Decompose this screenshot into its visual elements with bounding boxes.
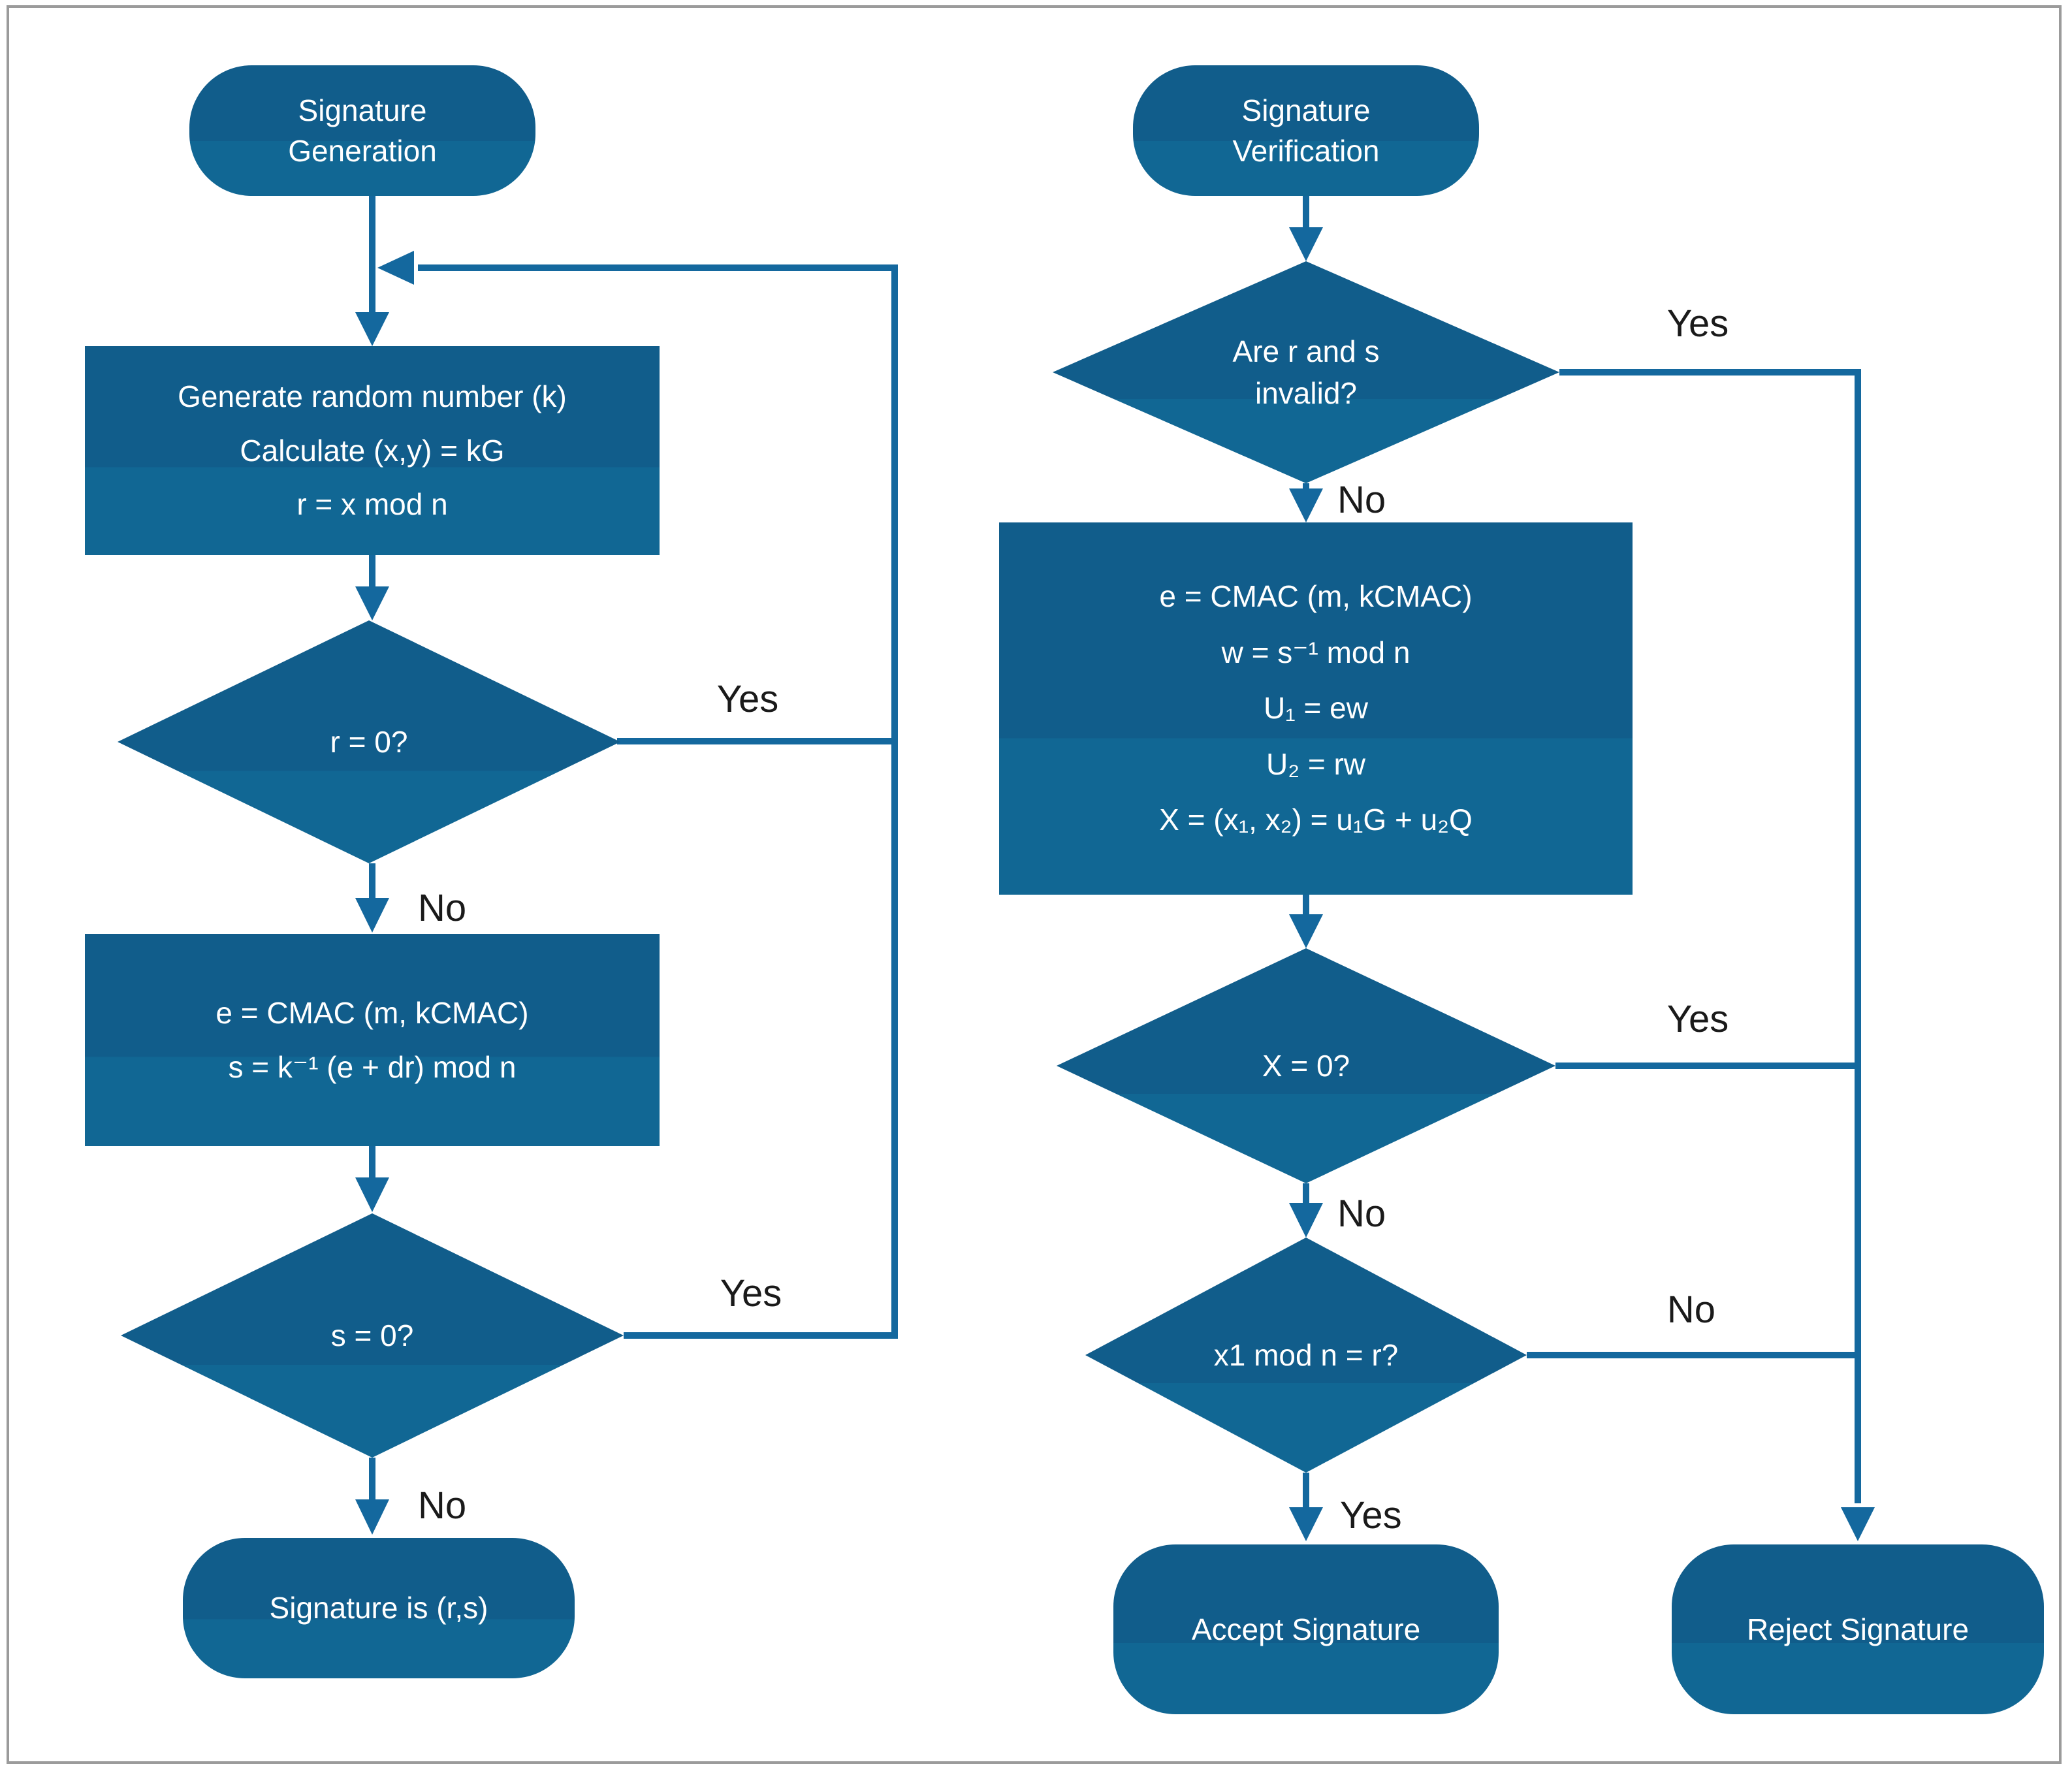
arrowhead-into-decision-rs	[1289, 227, 1323, 261]
arrowhead-into-process1	[355, 312, 389, 346]
arrowhead-into-process2	[355, 898, 389, 933]
arrowhead-into-signature-end	[355, 1499, 389, 1535]
node-text-line: Verification	[1232, 134, 1380, 168]
node-text-line: invalid?	[1255, 376, 1357, 410]
node-text-line: U₁ = ew	[1264, 691, 1368, 726]
node-reject-signature: Reject Signature	[1672, 1544, 2044, 1714]
node-text-line: U₂ = rw	[1266, 746, 1366, 781]
node-text-line: x1 mod n = r?	[1213, 1337, 1399, 1372]
node-text-line: Generation	[288, 134, 437, 168]
node-text-line: e = CMAC (m, kCMAC)	[1159, 579, 1473, 614]
node-text-line: Signature	[1241, 93, 1371, 127]
node-generate-random-process: Generate random number (k) Calculate (x,…	[85, 346, 660, 555]
arrowhead-into-decision-xr	[1289, 1203, 1323, 1238]
arrowhead-into-decision-x	[1289, 914, 1323, 948]
node-text-line: Are r and s	[1232, 334, 1380, 368]
label-decision-s-yes: Yes	[720, 1272, 782, 1315]
arrowhead-feedback-left	[377, 251, 414, 285]
node-text-line: Calculate (x,y) = kG	[240, 433, 505, 468]
arrowhead-into-decision-r	[355, 586, 389, 620]
arrowhead-into-verification-process	[1289, 488, 1323, 522]
node-verification-compute-process: e = CMAC (m, kCMAC) w = s⁻¹ mod n U₁ = e…	[999, 522, 1633, 895]
connector-feedback-loop	[418, 264, 898, 1339]
node-text-line: Reject Signature	[1746, 1612, 1969, 1646]
label-decision-rs-yes: Yes	[1667, 302, 1729, 345]
node-text-line: X = 0?	[1262, 1048, 1350, 1083]
node-text-line: s = 0?	[330, 1318, 414, 1352]
node-signature-result-end: Signature is (r,s)	[183, 1538, 575, 1678]
label-decision-s-no: No	[418, 1484, 466, 1527]
label-decision-r-no: No	[418, 887, 466, 929]
node-signature-generation-start: Signature Generation	[189, 65, 535, 196]
node-text-line: Generate random number (k)	[178, 379, 567, 413]
node-text-line: Accept Signature	[1191, 1612, 1421, 1646]
label-decision-xr-yes: Yes	[1340, 1494, 1402, 1537]
label-decision-x-no: No	[1337, 1192, 1386, 1235]
node-text-line: r = x mod n	[296, 487, 448, 522]
arrowhead-into-decision-s	[355, 1177, 389, 1212]
node-signature-verification-start: Signature Verification	[1133, 65, 1479, 196]
connector-reject-rail	[1559, 369, 1861, 1503]
node-text-line: w = s⁻¹ mod n	[1221, 635, 1411, 669]
node-text-line: s = k⁻¹ (e + dr) mod n	[228, 1049, 517, 1084]
label-decision-x-yes: Yes	[1667, 998, 1729, 1040]
label-decision-rs-no: No	[1337, 479, 1386, 521]
node-text-line: r = 0?	[330, 724, 408, 759]
node-text-line: X = (x₁, x₂) = u₁G + u₂Q	[1159, 803, 1473, 837]
label-decision-xr-no: No	[1667, 1288, 1715, 1331]
node-text-line: e = CMAC (m, kCMAC)	[215, 995, 529, 1030]
node-text-line: Signature	[298, 93, 427, 127]
node-compute-s-process: e = CMAC (m, kCMAC) s = k⁻¹ (e + dr) mod…	[85, 934, 660, 1146]
arrowhead-into-reject	[1841, 1507, 1875, 1541]
node-accept-signature: Accept Signature	[1113, 1544, 1499, 1714]
label-decision-r-yes: Yes	[717, 678, 779, 720]
arrowhead-into-accept	[1289, 1507, 1323, 1541]
node-text-line: Signature is (r,s)	[269, 1591, 488, 1625]
